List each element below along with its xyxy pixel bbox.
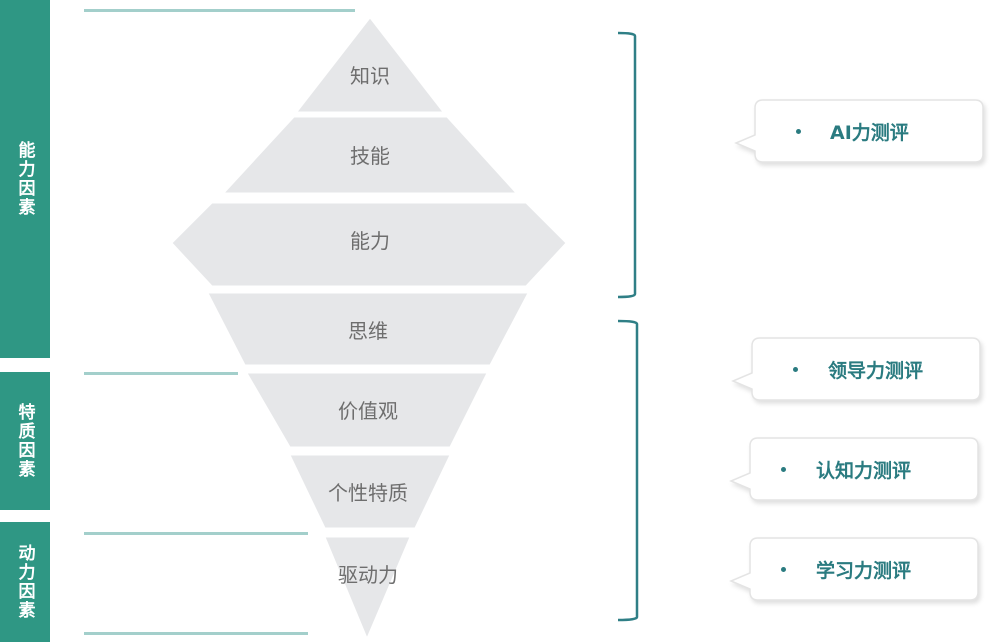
category-label: 特质因素 [14,403,35,479]
divider-line [84,632,308,635]
bullet-icon [796,129,801,134]
divider-line [84,372,238,375]
bracket-traits [617,319,639,622]
callout-shape [731,337,981,401]
category-motivation-factors: 动力因素 [0,522,50,642]
layer-label: 能力 [350,229,390,253]
layer-shape-personality [289,454,451,529]
assessment-ai: AI力测评 [830,122,909,144]
callout-shape [729,437,979,501]
bullet-icon [781,467,786,472]
bullet-icon [793,367,798,372]
layer-shape-thinking [207,292,529,366]
category-trait-factors: 特质因素 [0,372,50,510]
divider-line [84,532,308,535]
layer-shape-values [246,372,488,448]
layer-label: 技能 [350,144,390,168]
layer-shape-ability [171,202,567,287]
layer-label: 价值观 [338,399,398,423]
layer-shape-knowledge [295,17,445,113]
layer-label: 思维 [348,319,388,343]
assessment-leadership: 领导力测评 [828,360,924,382]
layer-shape-skills [222,116,518,194]
callout-shape [729,537,979,601]
layer-shape-drive [324,536,411,640]
layer-label: 驱动力 [338,563,398,587]
assessment-cognitive: 认知力测评 [816,460,912,482]
bracket-ability [617,31,637,299]
category-label: 能力因素 [14,141,35,217]
divider-line [84,9,355,12]
callout-shape [734,99,984,163]
category-label: 动力因素 [14,544,35,620]
category-ability-factors: 能力因素 [0,0,50,358]
layer-label: 个性特质 [328,481,408,505]
assessment-learning: 学习力测评 [816,560,912,582]
bullet-icon [781,567,786,572]
layer-label: 知识 [350,64,390,88]
